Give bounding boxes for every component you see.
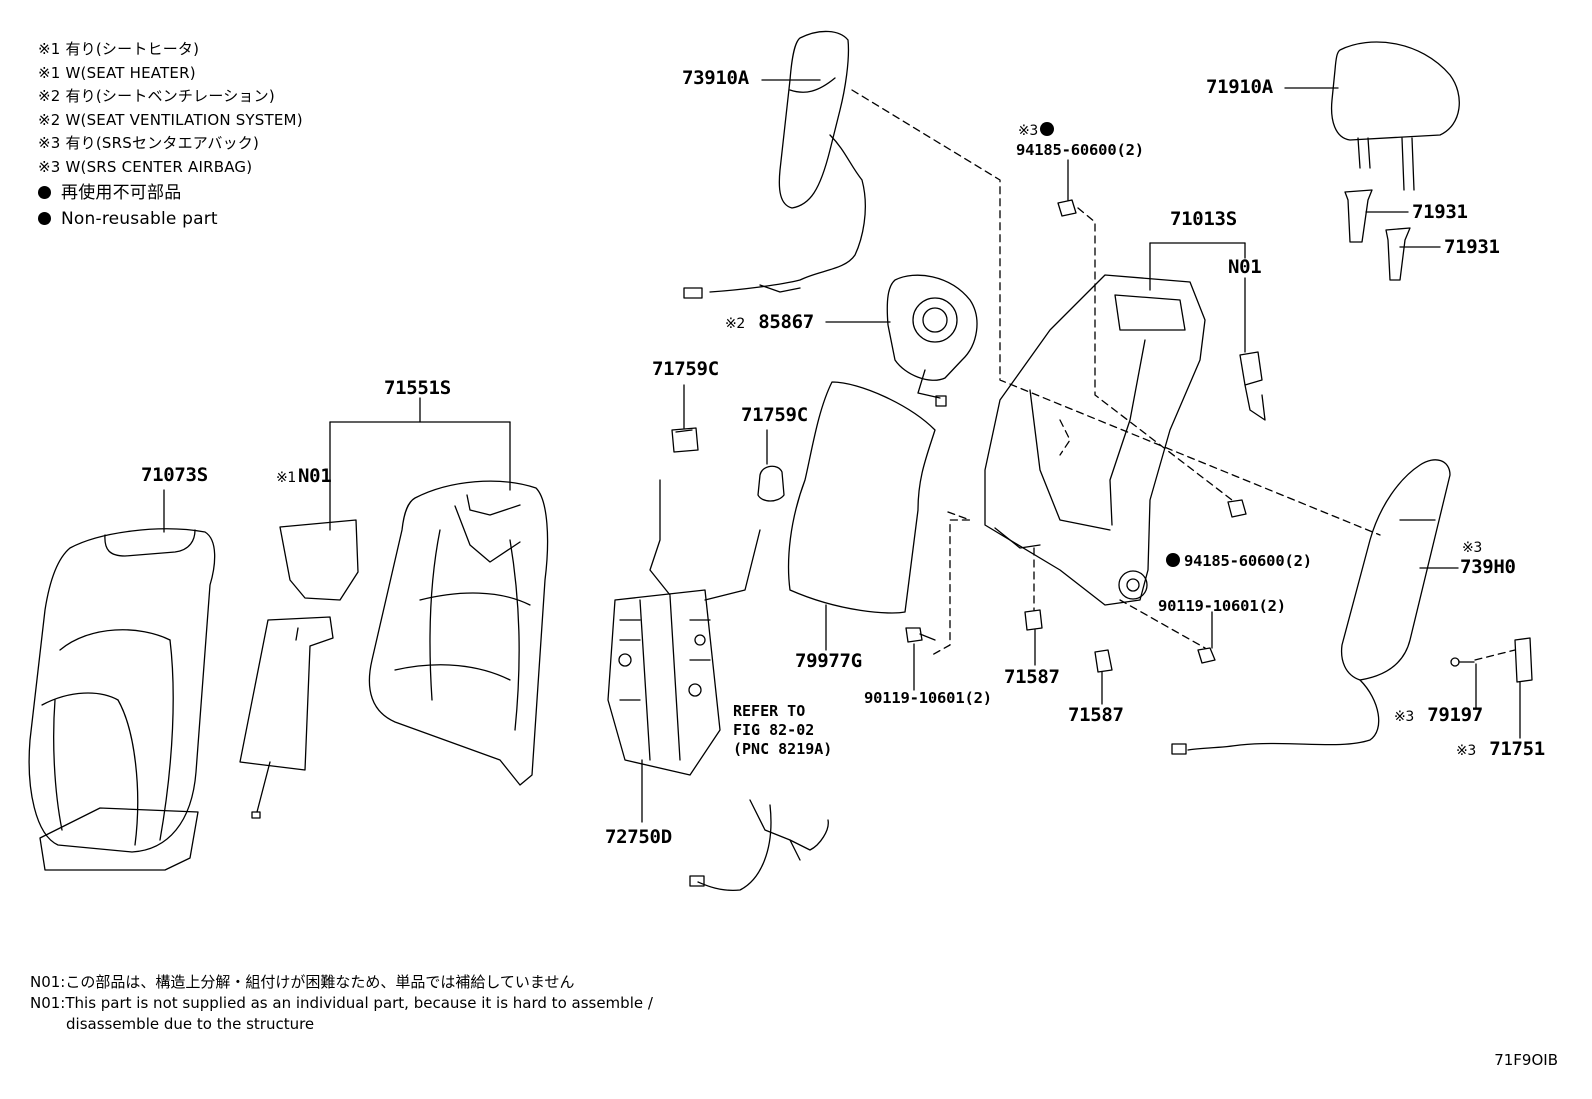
label-71931-a: 71931 <box>1412 201 1468 223</box>
refer-line-1: REFER TO <box>733 702 806 720</box>
figure-code: 71F9OIB <box>1494 1051 1558 1069</box>
refer-note: REFER TO FIG 82-02 (PNC 8219A) <box>733 702 832 759</box>
bracket-71587-a <box>1024 609 1043 631</box>
clip-71759C-b <box>757 465 785 502</box>
bracket-71587-b <box>1094 649 1113 673</box>
seatback-cushion-71551S <box>368 480 549 786</box>
footnote-en-2: disassemble due to the structure <box>66 1015 315 1033</box>
label-94185-top: 94185-60600(2) <box>1016 141 1144 159</box>
label-79977G: 79977G <box>795 650 862 672</box>
refer-line-3: (PNC 8219A) <box>733 740 833 758</box>
bracket-71751 <box>1514 637 1533 683</box>
bolt-90119-right <box>1197 647 1216 664</box>
seatback-cover-71073S <box>28 528 216 871</box>
label-72750D: 72750D <box>605 826 672 848</box>
label-71587-a: 71587 <box>1004 666 1060 688</box>
ventilation-fan-85867 <box>886 274 978 407</box>
label-79197: ※3 79197 <box>1394 704 1483 726</box>
legend-non-reusable-jp-row: 再使用不可部品 <box>38 180 303 206</box>
label-N01-motor: N01 <box>1228 256 1262 278</box>
pin-79197 <box>1450 657 1475 667</box>
label-94185-bottom: 94185-60600(2) <box>1166 552 1312 570</box>
legend-line-5: ※3 有り(SRSセンタエアバック) <box>38 134 260 153</box>
non-reusable-bullet-icon <box>1166 553 1180 567</box>
headrest-71910A <box>1330 41 1460 191</box>
label-71751: ※3 71751 <box>1456 738 1545 760</box>
non-reusable-bullet-icon <box>38 211 51 225</box>
wire-harness-refer <box>689 799 829 892</box>
footnote-en-1: N01:This part is not supplied as an indi… <box>30 994 653 1012</box>
refer-line-2: FIG 82-02 <box>733 721 815 739</box>
legend-non-reusable-en: Non-reusable part <box>61 208 218 229</box>
label-71759C-b: 71759C <box>741 404 808 426</box>
label-71931-b: 71931 <box>1444 236 1500 258</box>
pad-79977G <box>787 381 936 614</box>
assembly-dashed-lines <box>851 89 1516 661</box>
label-90119-right: 90119-10601(2) <box>1158 597 1286 615</box>
headrest-guide-71931-b <box>1385 227 1411 281</box>
label-71910A: 71910A <box>1206 76 1273 98</box>
legend: ※1 有り(シートヒータ) ※1 W(SEAT HEATER) ※2 有り(シー… <box>38 38 303 232</box>
label-90119-left: 90119-10601(2) <box>864 689 992 707</box>
seat-frame-71013S <box>984 274 1206 606</box>
footnotes: N01:この部品は、構造上分解・組付けが困難なため、単品では補給していません N… <box>30 972 653 1035</box>
footnote-jp: N01:この部品は、構造上分解・組付けが困難なため、単品では補給していません <box>30 973 575 991</box>
label-mark3-739H0: ※3 <box>1462 540 1483 556</box>
clip-71759C-a <box>671 427 699 453</box>
bolt-90119-left <box>905 627 936 643</box>
non-reusable-bullet-icon <box>38 185 51 199</box>
legend-line-4: ※2 W(SEAT VENTILATION SYSTEM) <box>38 110 303 129</box>
label-739H0: 739H0 <box>1460 556 1516 578</box>
legend-line-1: ※1 有り(シートヒータ) <box>38 40 200 58</box>
legend-line-3: ※2 有り(シートベンチレーション) <box>38 87 275 106</box>
nut-94185-top <box>1057 199 1077 217</box>
label-71587-b: 71587 <box>1068 704 1124 726</box>
lumbar-support-72750D <box>607 479 761 776</box>
center-airbag-739H0 <box>1171 459 1451 755</box>
legend-non-reusable-en-row: Non-reusable part <box>38 206 303 232</box>
nut-94185-bottom <box>1227 499 1247 518</box>
label-71013S: 71013S <box>1170 208 1237 230</box>
legend-line-2: ※1 W(SEAT HEATER) <box>38 63 196 82</box>
recliner-motor-N01 <box>1239 351 1266 421</box>
label-mark3-top: ※3 <box>1018 118 1058 140</box>
seat-heater-pad <box>239 519 359 819</box>
headrest-guide-71931-a <box>1344 189 1373 243</box>
label-71759C-a: 71759C <box>652 358 719 380</box>
leader-lines <box>163 79 1521 823</box>
label-71551S: 71551S <box>384 377 451 399</box>
non-reusable-bullet-icon <box>1040 122 1055 136</box>
legend-non-reusable-jp: 再使用不可部品 <box>61 182 182 203</box>
label-73910A: 73910A <box>682 67 749 89</box>
label-71073S: 71073S <box>141 464 208 486</box>
label-85867: ※2 85867 <box>725 311 814 333</box>
legend-line-6: ※3 W(SRS CENTER AIRBAG) <box>38 157 253 176</box>
